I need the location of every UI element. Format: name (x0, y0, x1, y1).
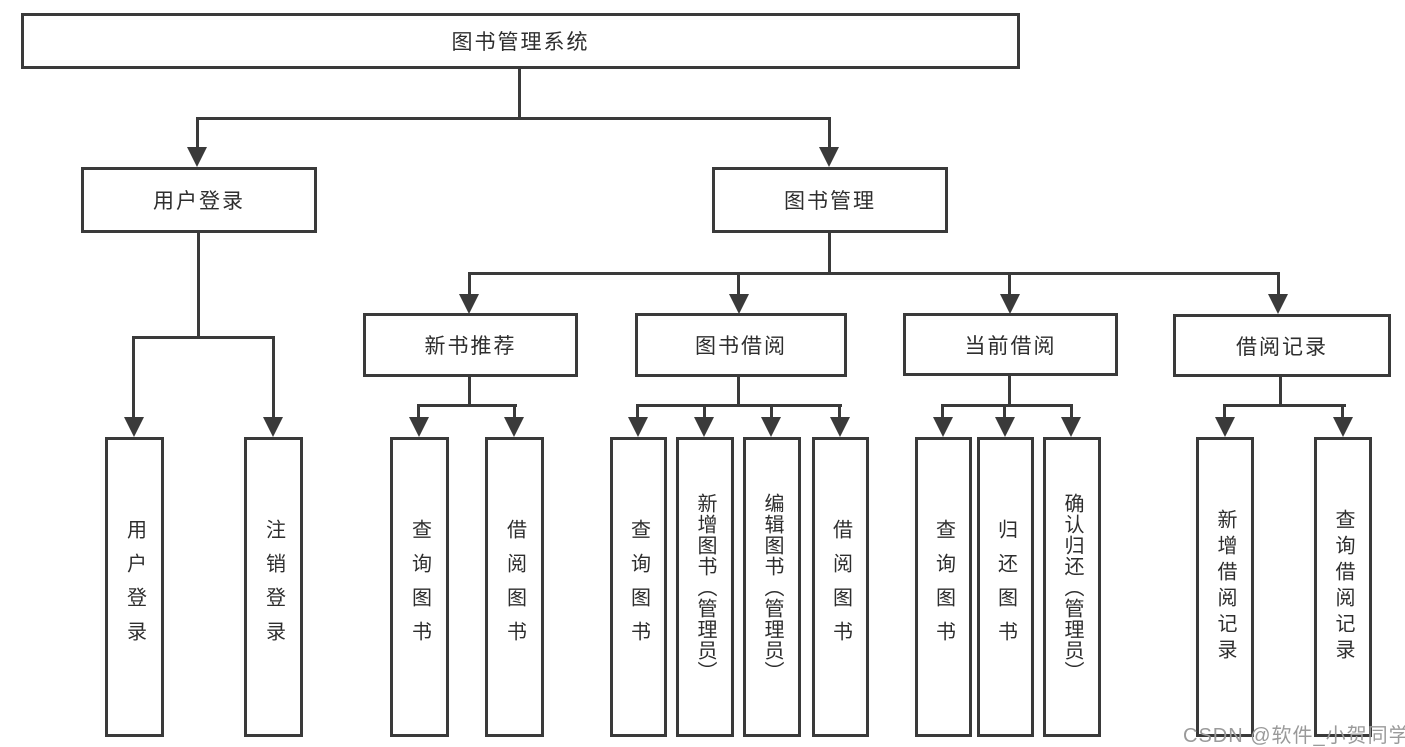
node-user-login: 用户登录 (81, 167, 317, 233)
arrowhead-icon (729, 294, 749, 314)
arrowhead-icon (1268, 294, 1288, 314)
connector-line (636, 404, 639, 420)
leaf-confirm-return-admin: 确认归还（管理员） (1043, 437, 1101, 737)
leaf-add-borrow-record-label: 新增借阅记录 (1214, 509, 1236, 665)
connector-line (513, 404, 516, 420)
node-book-management-label: 图书管理 (784, 190, 876, 213)
connector-line (196, 117, 831, 120)
leaf-query-borrow-record: 查询借阅记录 (1314, 437, 1372, 737)
connector-line (737, 272, 740, 297)
arrowhead-icon (187, 147, 207, 167)
connector-line (737, 376, 740, 407)
connector-line (197, 232, 200, 339)
connector-line (941, 404, 1073, 407)
arrowhead-icon (1000, 294, 1020, 314)
connector-line (417, 404, 517, 407)
arrowhead-icon (694, 417, 714, 437)
leaf-query-books-recommend: 查询图书 (390, 437, 449, 737)
connector-line (468, 376, 471, 407)
leaf-user-login: 用户登录 (105, 437, 164, 737)
leaf-add-books-admin: 新增图书（管理员） (676, 437, 734, 737)
node-user-login-label: 用户登录 (153, 190, 245, 213)
connector-line (838, 404, 841, 420)
connector-line (1223, 404, 1346, 407)
leaf-borrow-books-recommend-label: 借阅图书 (503, 519, 526, 655)
leaf-borrow-books-recommend: 借阅图书 (485, 437, 544, 737)
connector-line (417, 404, 420, 420)
connector-line (828, 117, 831, 150)
connector-line (828, 233, 831, 275)
node-current-borrowing: 当前借阅 (903, 313, 1118, 376)
connector-line (1008, 272, 1011, 297)
leaf-confirm-return-admin-label: 确认归还（管理员） (1061, 492, 1083, 682)
arrowhead-icon (1215, 417, 1235, 437)
connector-line (468, 272, 471, 297)
connector-line (703, 404, 706, 420)
arrowhead-icon (263, 417, 283, 437)
node-book-management: 图书管理 (712, 167, 948, 233)
connector-line (1070, 404, 1073, 420)
leaf-query-books-recommend-label: 查询图书 (408, 519, 431, 655)
connector-line (1008, 376, 1011, 407)
leaf-edit-books-admin-label: 编辑图书（管理员） (761, 492, 783, 682)
connector-line (196, 117, 199, 150)
node-new-book-recommend: 新书推荐 (363, 313, 578, 377)
leaf-query-books-borrowing: 查询图书 (610, 437, 667, 737)
arrowhead-icon (459, 294, 479, 314)
arrowhead-icon (124, 417, 144, 437)
node-root: 图书管理系统 (21, 13, 1020, 69)
node-new-book-recommend-label: 新书推荐 (424, 335, 517, 358)
arrowhead-icon (830, 417, 850, 437)
leaf-query-borrow-record-label: 查询借阅记录 (1332, 509, 1354, 665)
connector-line (1277, 272, 1280, 297)
node-borrowing-records-label: 借阅记录 (1236, 335, 1328, 359)
connector-line (132, 336, 275, 339)
connector-line (1341, 404, 1344, 420)
connector-line (941, 404, 944, 420)
connector-line (518, 68, 521, 120)
leaf-add-borrow-record: 新增借阅记录 (1196, 437, 1254, 737)
connector-line (1279, 377, 1282, 407)
leaf-user-login-label: 用户登录 (123, 519, 146, 655)
leaf-query-books-current-label: 查询图书 (932, 519, 955, 655)
watermark: CSDN @软件_小贺同学 (1183, 725, 1405, 747)
node-book-borrowing: 图书借阅 (635, 313, 847, 377)
leaf-query-books-current: 查询图书 (915, 437, 972, 737)
node-book-borrowing-label: 图书借阅 (695, 335, 787, 358)
connector-line (636, 404, 842, 407)
arrowhead-icon (1061, 417, 1081, 437)
node-current-borrowing-label: 当前借阅 (964, 334, 1057, 358)
leaf-edit-books-admin: 编辑图书（管理员） (743, 437, 801, 737)
arrowhead-icon (819, 147, 839, 167)
connector-line (132, 336, 135, 419)
leaf-logout-label: 注销登录 (262, 519, 285, 655)
leaf-borrow-books-borrowing: 借阅图书 (812, 437, 869, 737)
leaf-return-books: 归还图书 (977, 437, 1034, 737)
connector-line (468, 272, 1280, 275)
node-root-label: 图书管理系统 (451, 31, 590, 54)
leaf-add-books-admin-label: 新增图书（管理员） (694, 492, 716, 682)
arrowhead-icon (409, 417, 429, 437)
connector-line (1003, 404, 1006, 420)
arrowhead-icon (933, 417, 953, 437)
arrowhead-icon (761, 417, 781, 437)
connector-line (1223, 404, 1226, 420)
leaf-query-books-borrowing-label: 查询图书 (627, 519, 650, 655)
arrowhead-icon (1333, 417, 1353, 437)
connector-line (272, 336, 275, 419)
leaf-borrow-books-borrowing-label: 借阅图书 (829, 519, 852, 655)
arrowhead-icon (995, 417, 1015, 437)
arrowhead-icon (504, 417, 524, 437)
leaf-logout: 注销登录 (244, 437, 303, 737)
connector-line (770, 404, 773, 420)
arrowhead-icon (628, 417, 648, 437)
leaf-return-books-label: 归还图书 (994, 519, 1017, 655)
node-borrowing-records: 借阅记录 (1173, 314, 1391, 377)
